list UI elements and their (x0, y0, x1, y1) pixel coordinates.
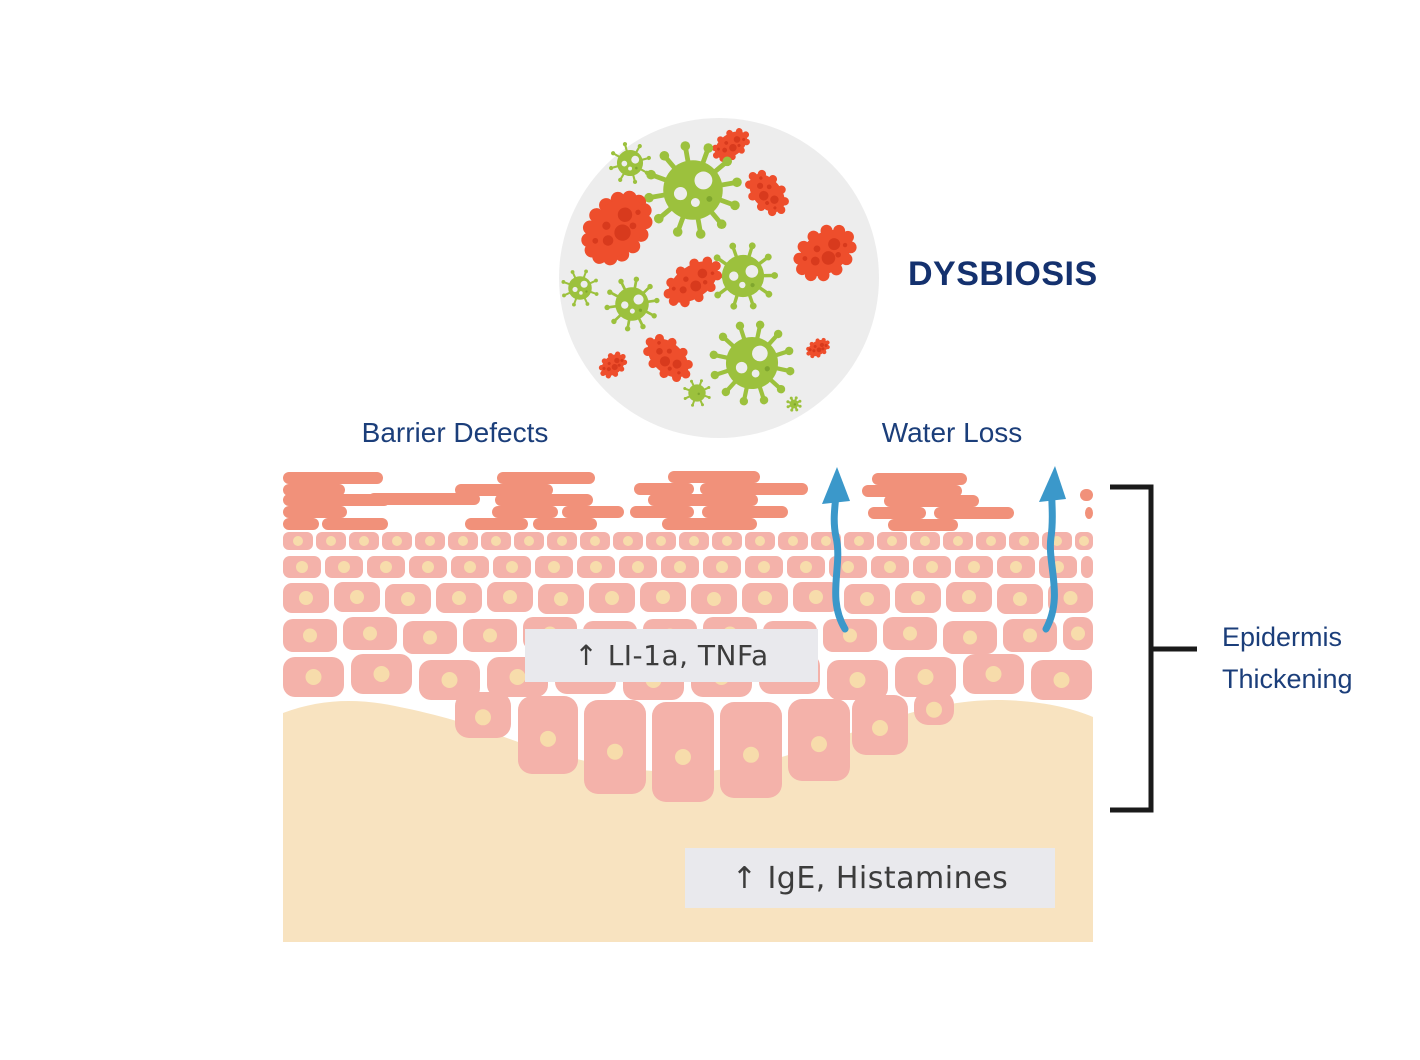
water-loss-label: Water Loss (881, 417, 1023, 448)
water-loss-arrows (822, 466, 1066, 633)
epidermis-thickening-label: Epidermis Thickening (1222, 616, 1353, 700)
bacteria-icon (663, 256, 723, 308)
bacteria-icon (712, 128, 750, 162)
virus-icon (561, 269, 599, 307)
water-loss-arrow-icon (830, 487, 849, 633)
bacteria-icon (581, 190, 653, 266)
virus-icon (683, 379, 711, 407)
histamines-callout: ↑ IgE, Histamines (685, 848, 1055, 908)
stratum-corneum-bars (283, 471, 1093, 531)
page-title: DYSBIOSIS (908, 255, 1098, 293)
bacteria-icon (598, 351, 628, 379)
epidermis-cell-rows (283, 532, 1093, 700)
barrier-defects-label: Barrier Defects (361, 417, 549, 448)
water-loss-arrow-icon (1042, 486, 1058, 633)
epidermis-bracket (1110, 484, 1197, 813)
arrowhead-icon (822, 467, 850, 504)
virus-icon (786, 396, 802, 412)
virus-icon (609, 142, 651, 184)
basal-hanging-cells (455, 691, 954, 802)
virus-icon (709, 320, 795, 406)
bacteria-icon (806, 337, 830, 359)
arrowhead-icon (1039, 466, 1066, 502)
bacteria-icon (793, 224, 857, 282)
virus-icon (644, 141, 742, 239)
epidermis-thickening-line1: Epidermis (1222, 622, 1343, 652)
virus-icon (604, 276, 660, 332)
bacteria-icon (745, 169, 789, 217)
microbes-group (561, 128, 857, 412)
bacteria-icon (643, 333, 693, 383)
epidermis-thickening-line2: Thickening (1222, 664, 1353, 694)
cytokines-callout: ↑ LI-1a, TNFa (525, 629, 818, 682)
